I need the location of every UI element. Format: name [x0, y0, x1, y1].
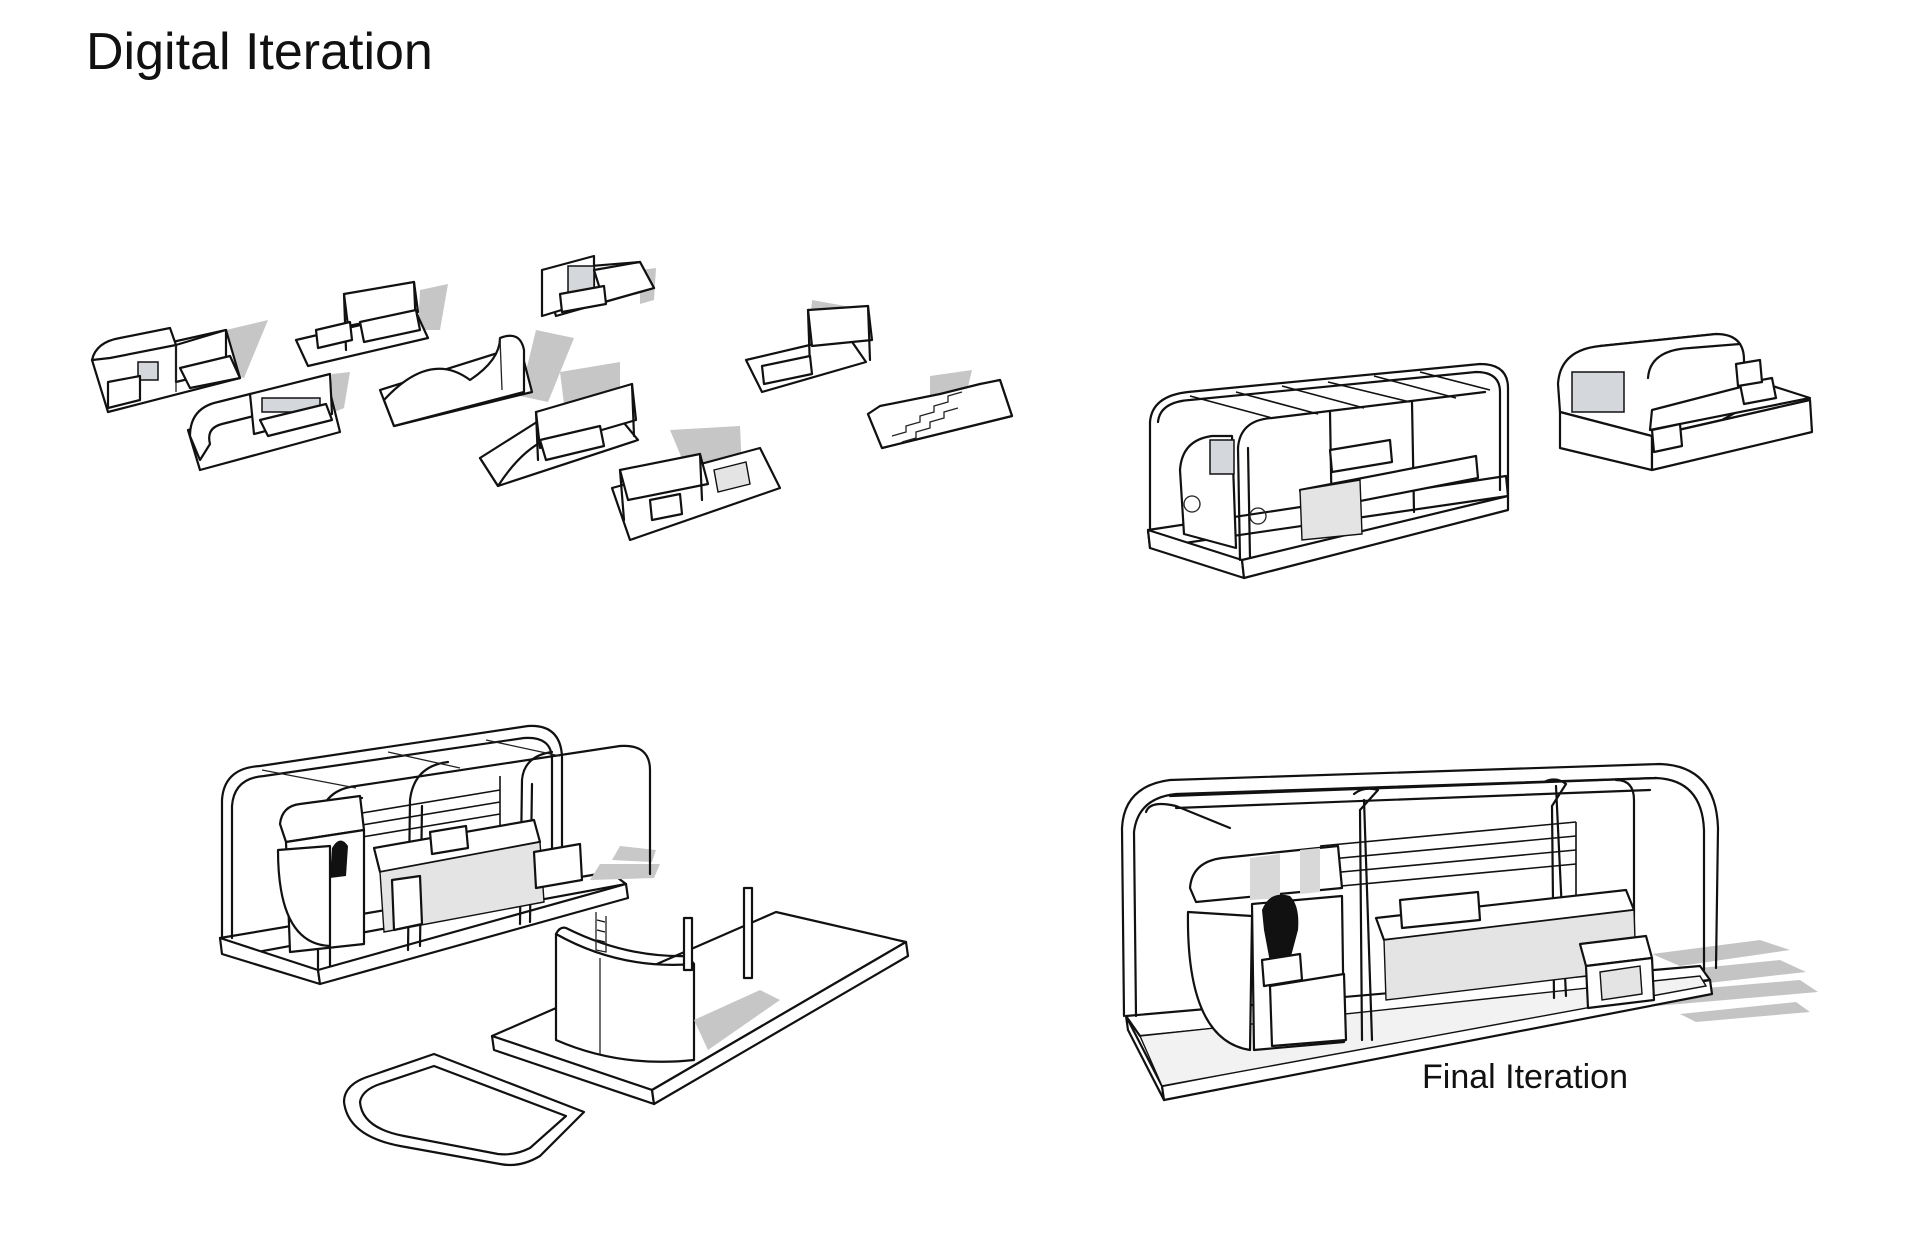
study-model-6: [478, 362, 640, 488]
study-model-3: [378, 330, 574, 428]
study-model-1: [90, 320, 268, 414]
study-model-5: [186, 372, 350, 472]
study-model-9: [866, 370, 1014, 450]
booth-model: [1556, 332, 1814, 472]
arched-transit-model: [1146, 362, 1510, 580]
study-model-2: [294, 280, 448, 368]
study-model-4: [540, 254, 656, 318]
final-iteration-label: Final Iteration: [1422, 1058, 1628, 1096]
exploded-model: [218, 724, 910, 1167]
study-model-8: [744, 300, 874, 394]
study-model-7: [610, 426, 782, 542]
final-iteration-model: [1120, 762, 1818, 1102]
page-title: Digital Iteration: [86, 23, 433, 81]
